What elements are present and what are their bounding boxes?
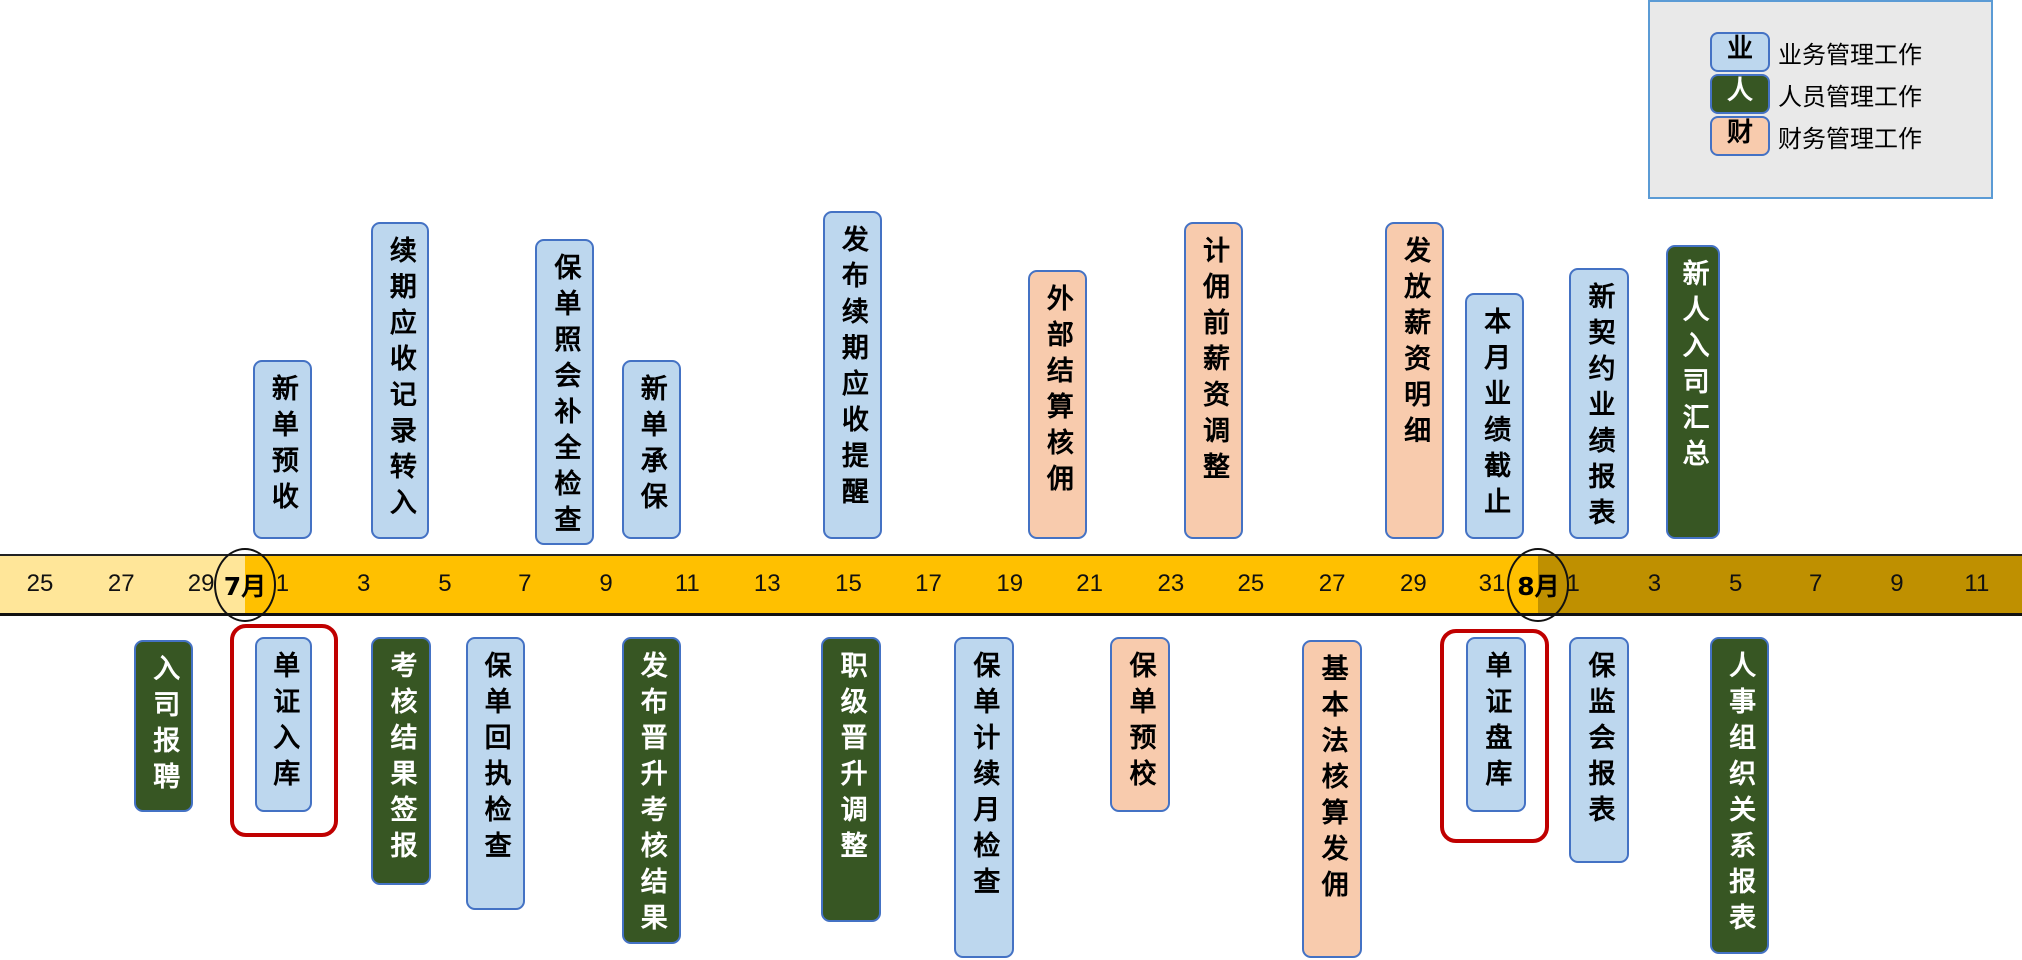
bottom-task-business: 单证盘库: [1466, 637, 1526, 813]
month-marker: 8月: [1507, 548, 1570, 622]
highlight-frame: [229, 624, 338, 837]
task-label: 新契约业绩报表: [1583, 282, 1615, 535]
legend-label: 业务管理工作: [1778, 40, 1922, 69]
task-label: 基本法核算发佣: [1316, 653, 1348, 906]
task-label: 职级晋升调整: [835, 651, 867, 868]
bottom-task-finance: 保单预校: [1110, 637, 1170, 813]
top-task-business: 保单照会补全检查: [535, 238, 595, 546]
personnel-legend-icon: 人: [1710, 74, 1770, 114]
task-label: 保单回执检查: [479, 651, 511, 868]
next-month-segment: [1538, 556, 2022, 613]
task-label: 新人入司汇总: [1677, 259, 1709, 475]
task-label: 发布晋升考核结果: [635, 651, 667, 940]
bottom-task-business: 保单计续月检查: [954, 637, 1014, 959]
task-label: 外部结算核佣: [1041, 283, 1073, 500]
business-legend-icon: 业: [1710, 32, 1770, 72]
top-task-business: 发布续期应收提醒: [822, 211, 883, 540]
task-label: 保监会报表: [1583, 651, 1615, 832]
highlight-frame: [1440, 629, 1549, 844]
date-tick: 7: [518, 570, 532, 597]
task-label: 新单预收: [266, 373, 298, 518]
date-tick: 9: [1890, 570, 1904, 597]
legend-item-finance: 财财务管理工作: [1710, 116, 1922, 156]
task-label: 发布续期应收提醒: [836, 225, 868, 514]
bottom-task-personnel: 考核结果签报: [371, 637, 431, 885]
top-task-business: 新契约业绩报表: [1569, 268, 1629, 540]
task-label: 入司报聘: [148, 653, 180, 798]
top-task-business: 新单预收: [252, 359, 313, 540]
task-label: 发放薪资明细: [1399, 235, 1431, 452]
date-tick: 29: [1399, 570, 1427, 597]
finance-legend-icon: 财: [1710, 116, 1770, 156]
date-tick: 27: [107, 570, 135, 597]
date-tick: 11: [1964, 570, 1990, 597]
top-task-finance: 发放薪资明细: [1384, 221, 1445, 540]
top-task-finance: 外部结算核佣: [1027, 269, 1088, 539]
top-task-personnel: 新人入司汇总: [1666, 245, 1721, 539]
date-tick: 27: [1318, 570, 1346, 597]
top-task-business: 新单承保: [621, 359, 681, 540]
date-tick: 21: [1076, 570, 1104, 597]
date-tick: 15: [835, 570, 862, 597]
bottom-task-business: 保单回执检查: [465, 637, 525, 911]
bottom-task-business: 保监会报表: [1569, 637, 1629, 863]
bottom-task-personnel: 发布晋升考核结果: [621, 637, 681, 944]
date-tick: 25: [26, 570, 54, 597]
current-month-segment: [245, 556, 1538, 613]
bottom-task-business: 单证入库: [255, 637, 313, 813]
month-marker: 7月: [214, 548, 276, 622]
task-label: 考核结果签报: [385, 651, 417, 868]
date-tick: 23: [1157, 570, 1185, 597]
legend-item-business: 业业务管理工作: [1710, 32, 1922, 72]
task-label: 人事组织关系报表: [1724, 651, 1756, 940]
legend: 业业务管理工作人人员管理工作财财务管理工作: [1648, 0, 1993, 199]
prev-month-segment: [0, 556, 245, 613]
top-task-finance: 计佣前薪资调整: [1183, 221, 1244, 540]
date-tick: 25: [1237, 570, 1265, 597]
date-tick: 5: [1729, 570, 1743, 597]
task-label: 续期应收记录转入: [384, 235, 416, 524]
date-tick: 11: [674, 570, 700, 597]
task-label: 保单照会补全检查: [549, 252, 581, 541]
date-tick: 17: [915, 570, 942, 597]
date-tick: 5: [438, 570, 452, 597]
legend-item-personnel: 人人员管理工作: [1710, 74, 1922, 114]
task-label: 保单预校: [1124, 651, 1156, 796]
date-tick: 31: [1478, 570, 1506, 597]
date-tick: 1: [1566, 570, 1580, 597]
top-task-business: 续期应收记录转入: [371, 221, 430, 540]
task-label: 单证入库: [268, 651, 300, 796]
task-label: 计佣前薪资调整: [1197, 235, 1229, 488]
date-tick: 13: [753, 570, 781, 597]
task-label: 单证盘库: [1480, 651, 1512, 796]
date-tick: 7: [1808, 570, 1823, 597]
date-tick: 19: [996, 570, 1024, 597]
bottom-task-personnel: 人事组织关系报表: [1709, 637, 1770, 955]
date-tick: 29: [187, 570, 215, 597]
date-tick: 3: [356, 570, 371, 597]
top-task-business: 本月业绩截止: [1464, 292, 1525, 540]
legend-label: 财务管理工作: [1778, 124, 1922, 153]
bottom-task-personnel: 入司报聘: [134, 639, 194, 813]
task-label: 新单承保: [635, 373, 667, 518]
bottom-task-personnel: 职级晋升调整: [821, 637, 881, 923]
legend-label: 人员管理工作: [1778, 82, 1922, 111]
task-label: 保单计续月检查: [968, 651, 1000, 904]
task-label: 本月业绩截止: [1479, 306, 1511, 523]
date-tick: 9: [599, 570, 613, 597]
bottom-task-finance: 基本法核算发佣: [1302, 639, 1362, 959]
date-tick: 3: [1647, 570, 1662, 597]
date-tick: 1: [275, 570, 290, 597]
